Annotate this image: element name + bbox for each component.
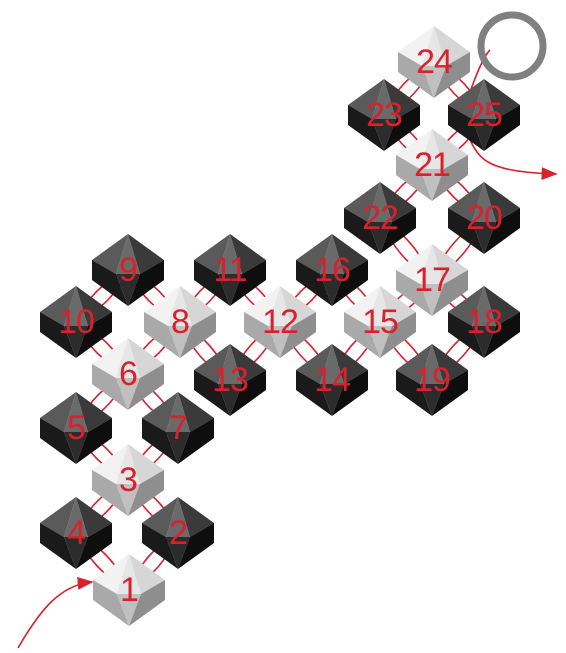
bead-label-23: 23: [366, 96, 402, 134]
bead-label-3: 3: [119, 461, 137, 499]
thread-entry: [18, 582, 92, 648]
bead-label-8: 8: [171, 303, 189, 341]
bead-label-7: 7: [169, 409, 187, 447]
bead-label-25: 25: [466, 96, 502, 134]
bead-label-4: 4: [67, 514, 85, 552]
bead-label-24: 24: [416, 43, 452, 81]
bead-label-5: 5: [67, 409, 85, 447]
bead-label-14: 14: [314, 361, 350, 399]
bead-label-9: 9: [119, 251, 137, 289]
bead-label-16: 16: [314, 251, 350, 289]
bead-label-6: 6: [119, 355, 137, 393]
bead-label-22: 22: [362, 199, 398, 237]
overlay-layer: [481, 15, 543, 77]
bead-label-2: 2: [169, 514, 187, 552]
bead-label-18: 18: [466, 303, 502, 341]
bead-label-12: 12: [262, 303, 298, 341]
bead-label-21: 21: [414, 146, 450, 184]
bead-label-19: 19: [414, 361, 450, 399]
bead-label-11: 11: [213, 251, 246, 289]
bead-label-1: 1: [120, 571, 138, 609]
bead-label-20: 20: [466, 199, 502, 237]
bead-label-10: 10: [58, 303, 94, 341]
bead-label-15: 15: [362, 303, 398, 341]
bead-label-17: 17: [414, 261, 450, 299]
bead-label-13: 13: [212, 361, 248, 399]
jump-ring: [481, 15, 543, 77]
